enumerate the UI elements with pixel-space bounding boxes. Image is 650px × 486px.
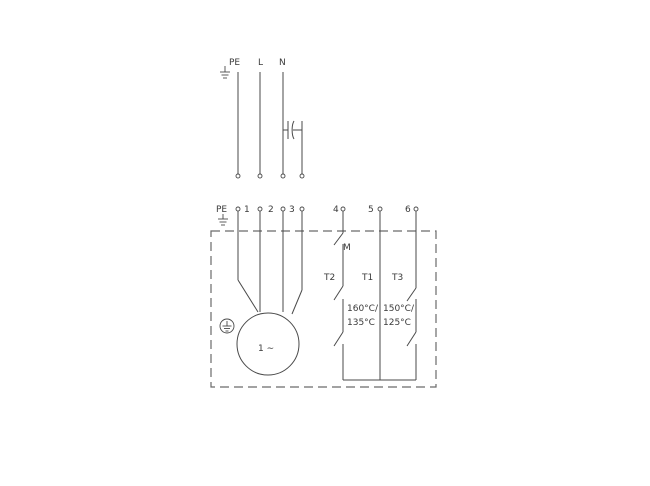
supply-terminal-capacitor (299, 173, 305, 179)
terminal-3 (299, 206, 305, 212)
terminal-label-4: 4 (333, 205, 339, 215)
terminal-6 (413, 206, 419, 212)
supply-section: PE L N (220, 58, 305, 179)
terminal-1 (257, 206, 263, 212)
t3-temp-high: 150°C/ (383, 304, 415, 314)
terminal-label-3: 3 (289, 205, 295, 215)
terminal-row: PE 1 2 3 4 5 6 (216, 205, 419, 226)
terminal-label-5: 5 (368, 205, 374, 215)
terminal-label-6: 6 (405, 205, 411, 215)
terminal-5 (377, 206, 383, 212)
t2-temp-low: 135°C (347, 318, 375, 328)
t3-temp-low: 125°C (383, 318, 411, 328)
motor-label: 1 ∼ (258, 344, 274, 354)
terminal-label-2: 2 (268, 205, 274, 215)
terminal-earth-icon (218, 214, 228, 226)
terminal-pe (235, 206, 241, 212)
supply-label-n: N (279, 58, 286, 68)
supply-terminal-l (257, 173, 263, 179)
switch-label-t2: T2 (323, 273, 335, 283)
switch-label-m: M (343, 243, 351, 253)
supply-terminal-pe (235, 173, 241, 179)
supply-earth-icon (220, 66, 230, 79)
t2-temp-high: 160°C/ (347, 304, 379, 314)
switch-label-t1: T1 (361, 273, 373, 283)
supply-terminal-n (280, 173, 286, 179)
switch-label-t3: T3 (391, 273, 403, 283)
capacitor-icon (283, 120, 302, 140)
terminal-4 (340, 206, 346, 212)
thermal-circuit (333, 211, 417, 381)
motor-enclosure (210, 230, 437, 388)
motor (236, 312, 300, 376)
terminal-2 (280, 206, 286, 212)
supply-label-pe: PE (229, 58, 240, 68)
terminal-label-pe: PE (216, 205, 227, 215)
supply-label-l: L (258, 58, 263, 68)
motor-wiring (237, 211, 303, 315)
protective-earth-icon (219, 318, 235, 334)
terminal-label-1: 1 (244, 205, 250, 215)
